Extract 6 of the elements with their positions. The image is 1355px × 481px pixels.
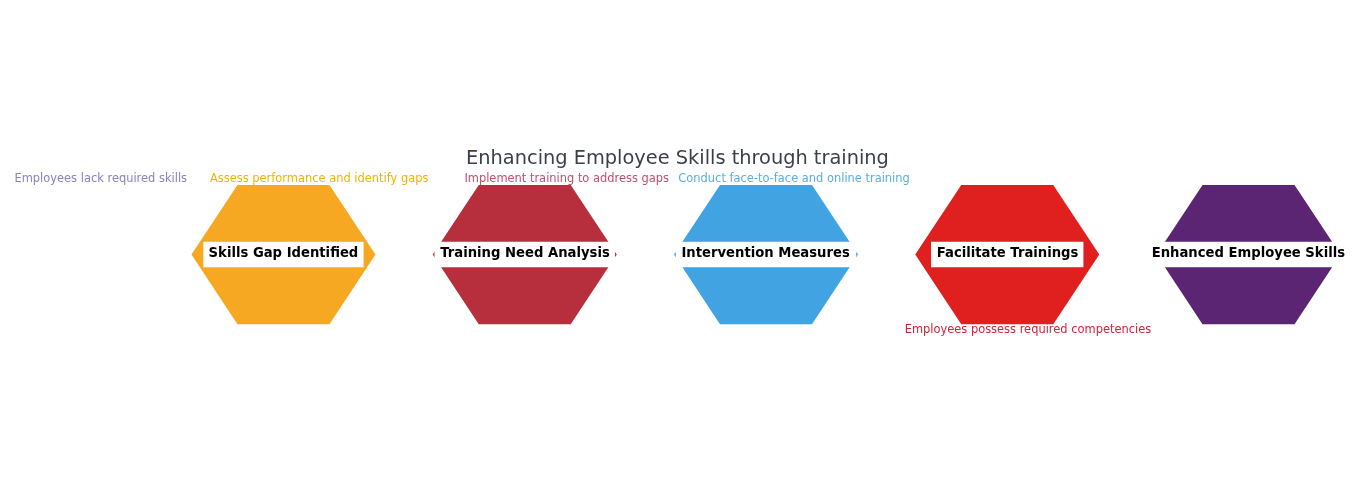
diagram-title: Enhancing Employee Skills through training [466,145,889,169]
node-label: Employees lack required skills [14,170,188,185]
node-label: Conduct face-to-face and online training [678,170,910,185]
node-label: Implement training to address gaps [464,170,670,185]
node-label: Employees possess required competencies [904,322,1152,337]
node-label: Assess performance and identify gaps [209,170,429,185]
